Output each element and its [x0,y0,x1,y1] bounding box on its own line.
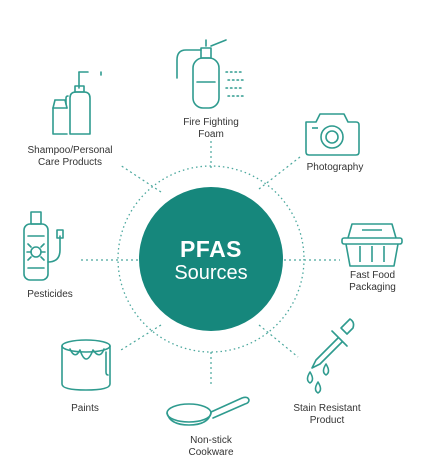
hub-subtitle: Sources [174,262,248,284]
sprayer-icon [23,211,64,281]
hub-dotted-ring [117,165,305,353]
label-photography: Photography [306,162,364,173]
label-fast-food-packaging: Fast Food Packaging [349,270,396,293]
fire-extinguisher-icon [176,39,245,109]
takeout-container-icon [341,223,403,267]
hub-title: PFAS [179,236,243,262]
dropper-icon [306,318,355,394]
shampoo-bottle-icon [52,71,102,135]
label-shampoo-personal-care-products: Shampoo/Personal Care Products [27,145,113,168]
label-stain-resistant-product: Stain Resistant Product [293,403,361,426]
camera-icon [305,113,360,156]
hub-circle [139,187,283,331]
label-non-stick-cookware: Non-stick Cookware [188,435,234,458]
label-pesticides: Pesticides [27,289,73,300]
connector-lines [80,140,340,384]
paint-can-icon [61,339,111,391]
label-fire-fighting-foam: Fire Fighting Foam [183,117,239,140]
frying-pan-icon [166,396,250,426]
label-paints: Paints [71,403,99,414]
